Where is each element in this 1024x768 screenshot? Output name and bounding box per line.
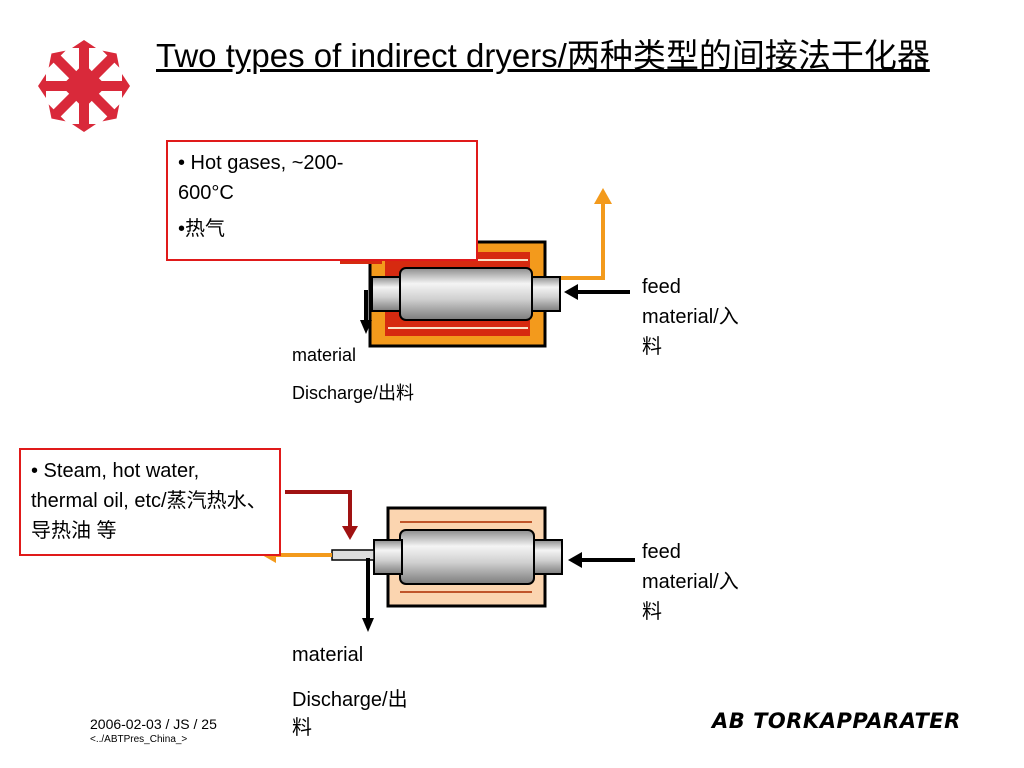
top-dryer-drum (399, 267, 533, 321)
arrow-icon (564, 284, 578, 300)
steam-inlet-arrow (285, 490, 352, 528)
steam-note-box: • Steam, hot water, thermal oil, etc/蒸汽热… (19, 448, 281, 556)
footer-date-line: 2006-02-03 / JS / 25 (90, 716, 217, 732)
bottom-discharge-label-1: material (292, 644, 364, 666)
bottom-feed-label: feed material/入料 (642, 541, 739, 623)
arrow-icon (594, 188, 612, 204)
footer: 2006-02-03 / JS / 25 <../ABTPres_China_> (90, 715, 217, 747)
hot-gas-note-box: • Hot gases, ~200-600°C •热气 (166, 140, 478, 261)
top-feed-label: feed material/入料 (642, 276, 739, 358)
arrow-icon (342, 526, 358, 540)
snowflake-logo-icon (38, 40, 130, 132)
page-title: Two types of indirect dryers/两种类型的间接法干化器 (156, 37, 930, 74)
arrow-icon (360, 320, 372, 334)
steam-note-line1: • Steam, hot water, thermal oil, etc/蒸汽热… (31, 460, 267, 542)
arrow-icon (362, 618, 374, 632)
hot-gas-note-line2: •热气 (178, 218, 226, 240)
top-discharge-label-1: material (292, 345, 357, 365)
top-discharge-label-2: Discharge/出料 (292, 383, 415, 403)
footer-path-line: <../ABTPres_China_> (90, 734, 188, 745)
brand-logo-text: AB TORKAPPARATER (712, 709, 961, 733)
hot-gas-note-line1: • Hot gases, ~200-600°C (178, 152, 344, 204)
arrow-icon (568, 552, 582, 568)
bottom-dryer-diagram (262, 490, 635, 632)
bottom-discharge-label-2: Discharge/出料 (292, 689, 408, 739)
bottom-dryer-drum (399, 529, 535, 585)
hot-gas-outlet-arrow (538, 202, 605, 280)
